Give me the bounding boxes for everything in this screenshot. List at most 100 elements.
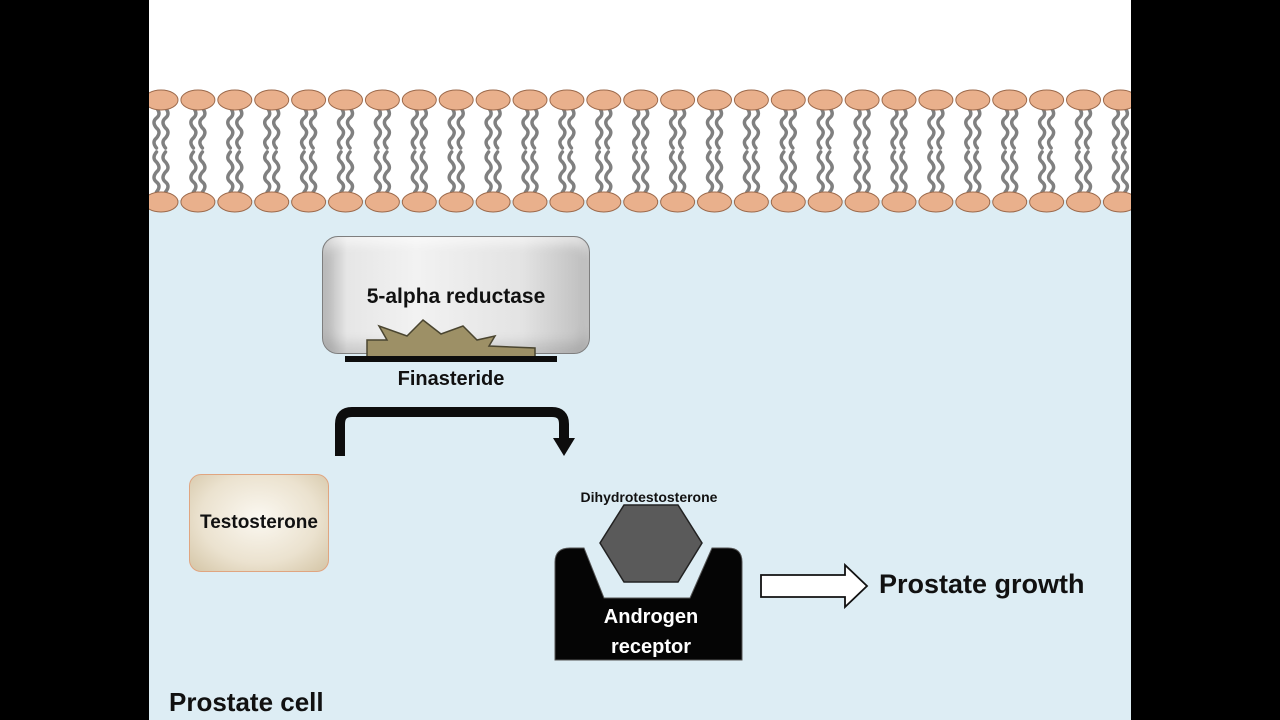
lipid-head — [586, 191, 622, 213]
lipid-tail — [235, 150, 244, 194]
lipid-tail — [862, 150, 871, 194]
lipid-tail — [484, 106, 493, 150]
lipid-tail — [419, 150, 429, 194]
lipid-head — [512, 89, 548, 111]
lipid-tail — [198, 150, 207, 194]
lipid-head — [291, 89, 327, 111]
lipid-head — [918, 89, 954, 111]
lipid-tail — [1000, 106, 1010, 150]
lipid-tail — [456, 150, 465, 194]
lipid-tail — [1083, 150, 1093, 194]
lipid-tail — [262, 150, 272, 194]
lipid-tail — [189, 106, 198, 150]
lipid-tail — [1037, 150, 1047, 194]
dht-label: Dihydrotestosterone — [580, 489, 718, 505]
lipid-head — [364, 191, 400, 213]
lipid-head — [1029, 191, 1065, 213]
receptor-label-line1: Androgen — [603, 606, 699, 628]
receptor-label: Androgen receptor — [557, 602, 745, 662]
lipid-tail — [558, 106, 567, 150]
lipid-tail — [640, 106, 650, 150]
lipid-tail — [235, 106, 244, 150]
lipid-tail — [714, 150, 724, 194]
lipid-tail — [964, 106, 973, 150]
lipid-head — [180, 89, 216, 111]
lipid-tail — [604, 150, 613, 194]
lipid-tail — [493, 106, 502, 150]
finasteride-molecule — [366, 319, 536, 360]
lipid-tail — [198, 106, 207, 150]
lipid-tail — [484, 150, 493, 194]
lipid-tail — [751, 150, 761, 194]
lipid-tail — [714, 106, 724, 150]
lipid-tail — [271, 106, 281, 150]
lipid-tail — [1000, 150, 1010, 194]
lipid-head — [697, 191, 732, 213]
lipid-tail — [825, 150, 834, 194]
lipid-head — [364, 89, 400, 111]
finasteride-label: Finasteride — [397, 368, 505, 390]
lipid-head — [881, 89, 917, 111]
lipid-head — [955, 89, 991, 111]
lipid-tail — [1120, 106, 1130, 150]
lipid-head — [438, 89, 474, 111]
lipid-tail — [936, 150, 945, 194]
cell-membrane — [149, 86, 1131, 216]
lipid-head — [733, 89, 769, 111]
lipid-tail — [271, 150, 281, 194]
lipid-tail — [640, 150, 650, 194]
lipid-head — [844, 89, 880, 111]
lipid-tail — [751, 106, 761, 150]
lipid-tail — [336, 106, 346, 150]
lipid-tail — [1009, 150, 1019, 194]
lipid-tail — [1046, 106, 1056, 150]
lipid-tail — [1111, 106, 1121, 150]
lipid-tail — [558, 150, 567, 194]
lipid-tail — [973, 150, 982, 194]
lipid-tail — [890, 150, 899, 194]
lipid-tail — [336, 150, 346, 194]
lipid-head — [438, 191, 474, 213]
lipid-head — [992, 191, 1028, 213]
lipid-tail — [262, 106, 272, 150]
lipid-head — [992, 89, 1028, 111]
lipid-tail — [631, 106, 641, 150]
lipid-head — [254, 191, 290, 213]
lipid-head — [733, 191, 769, 213]
lipid-head — [512, 191, 548, 213]
lipid-head — [217, 89, 253, 111]
lipid-head — [291, 191, 327, 213]
lipid-tail — [973, 106, 982, 150]
lipid-tail — [677, 106, 687, 150]
prostate-growth-label: Prostate growth — [879, 569, 1085, 599]
lipid-tail — [1120, 150, 1130, 194]
outcome-arrow — [760, 563, 869, 609]
lipid-tail — [521, 150, 530, 194]
lipid-tail — [899, 150, 908, 194]
lipid-tail — [705, 106, 715, 150]
enzyme-label: 5-alpha reductase — [366, 285, 546, 308]
lipid-tail — [521, 106, 530, 150]
lipid-tail — [853, 106, 862, 150]
androgen-receptor — [554, 504, 743, 661]
lipid-tail — [382, 150, 392, 194]
lipid-tail — [927, 106, 936, 150]
lipid-head — [1066, 191, 1101, 213]
lipid-tail — [927, 150, 936, 194]
lipid-tail — [1111, 150, 1121, 194]
lipid-tail — [788, 150, 798, 194]
lipid-tail — [567, 150, 576, 194]
lipid-head — [955, 191, 991, 213]
lipid-head — [770, 89, 806, 111]
lipid-tail — [705, 150, 715, 194]
lipid-head — [549, 89, 585, 111]
lipid-head — [549, 191, 585, 213]
lipid-tail — [825, 106, 834, 150]
lipid-head — [328, 89, 363, 111]
lipid-head — [1066, 89, 1101, 111]
lipid-tail — [595, 106, 604, 150]
slide: 5-alpha reductase Finasteride Testostero… — [149, 0, 1131, 720]
lipid-tail — [345, 106, 355, 150]
lipid-tail — [595, 150, 604, 194]
lipid-head — [217, 191, 253, 213]
